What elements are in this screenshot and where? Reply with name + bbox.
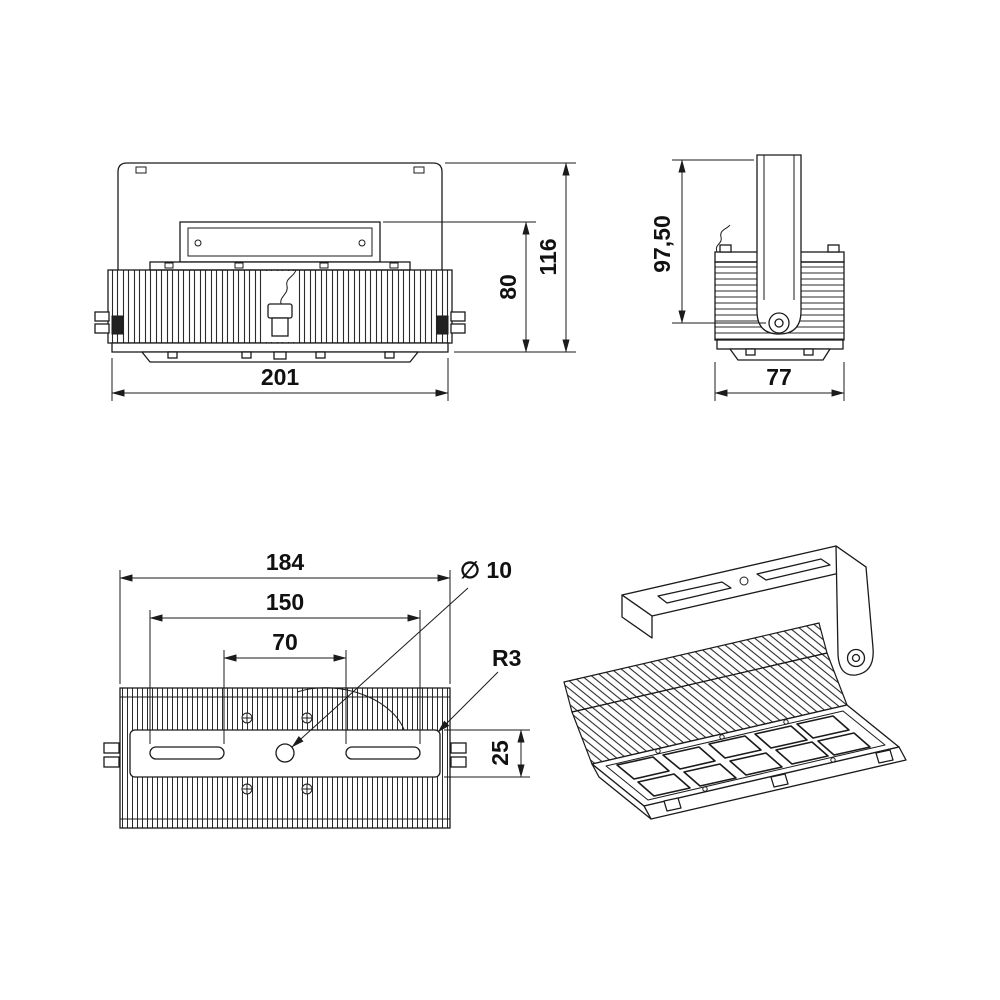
top-fins-border (119, 687, 451, 829)
side-cable-wire (715, 224, 731, 253)
top-bolt-right-1 (450, 742, 467, 754)
iso-foot-3 (875, 749, 894, 764)
iso-bracket-slot-left (657, 581, 732, 604)
iso-lens-array (616, 715, 871, 797)
dim-side-width-label: 77 (766, 364, 792, 390)
iso-led-inner-frame (605, 710, 886, 801)
gasket-left (111, 315, 124, 335)
bottom-frame (111, 342, 449, 353)
strip-tab-4 (389, 262, 399, 269)
lens (616, 756, 670, 780)
driver-plate-inner (187, 227, 373, 257)
plate-screw-right (358, 239, 366, 247)
pivot-bolt-center (774, 318, 784, 328)
iso-left-edge (591, 763, 652, 820)
bracket-outline (117, 162, 443, 270)
iso-foot-1 (663, 797, 682, 812)
lens (775, 741, 829, 765)
heatsink-top-strip (149, 261, 411, 271)
cable-gland-nut (267, 303, 293, 319)
bracket-slot-left (135, 166, 147, 174)
lens (662, 746, 716, 770)
iso-bracket-plate (621, 545, 867, 617)
mount-slot-right (345, 746, 421, 760)
strip-tab-2 (234, 262, 244, 269)
bottom-tab-4 (384, 351, 395, 359)
side-bottom-frame (716, 339, 844, 350)
iso-frame-screws (655, 719, 836, 792)
side-screw-bump-right (827, 244, 840, 253)
strip-tab-1 (164, 262, 174, 269)
dim-top-slot-span: 150 (149, 589, 421, 744)
iso-bracket-center-hole (739, 576, 749, 586)
side-bracket-arm (756, 154, 802, 335)
bottom-tab-3 (315, 351, 326, 359)
plate-screws (241, 712, 313, 795)
dim-top-length: 184 (119, 549, 451, 684)
leader-corner-radius: R3 (437, 645, 521, 733)
lens (817, 732, 871, 756)
dim-front-inner-height-label: 80 (495, 274, 521, 300)
bottom-center-tab (273, 351, 287, 360)
hole-diameter-label: ∅ 10 (460, 557, 512, 583)
lens (637, 773, 691, 797)
side-bottom-tab-1 (745, 348, 756, 356)
dim-front-width: 201 (111, 358, 449, 401)
bracket-slot-right (413, 166, 425, 174)
side-bolt-right-top (450, 311, 466, 322)
dim-top-slot-span-label: 150 (266, 589, 304, 615)
corner-radius-label: R3 (492, 645, 521, 671)
side-view: 97,50 77 (649, 154, 845, 401)
bottom-tab-2 (241, 351, 252, 359)
front-view: 201 80 116 (94, 162, 576, 401)
gasket-right (436, 315, 449, 335)
dim-side-bracket-height: 97,50 (649, 159, 766, 324)
side-bottom-tab-2 (803, 348, 814, 356)
lens (729, 752, 783, 776)
iso-pivot-bolt (851, 653, 861, 663)
top-bolt-left-1 (103, 742, 120, 754)
dim-front-total-height: 116 (445, 162, 576, 353)
top-cable-wire (296, 687, 407, 737)
dim-top-plate-width-label: 25 (487, 740, 513, 766)
dim-top-plate-width: 25 (444, 729, 530, 778)
lens (754, 725, 808, 749)
dim-front-width-label: 201 (261, 364, 300, 390)
top-bolt-right-2 (450, 756, 467, 768)
plate-screw-left (194, 239, 202, 247)
iso-bracket-left-flange (621, 594, 653, 639)
dim-top-inner-span-label: 70 (272, 629, 298, 655)
center-hole (275, 743, 295, 763)
lens (683, 763, 737, 787)
dim-top-length-label: 184 (266, 549, 305, 575)
mount-slot-left (149, 746, 225, 760)
iso-bracket-arm (835, 545, 874, 676)
leader-hole-diameter: ∅ 10 (291, 557, 512, 748)
dim-side-width: 77 (714, 362, 845, 401)
lens (796, 715, 850, 739)
dim-top-inner-span: 70 (223, 629, 347, 744)
side-bolt-left-top (94, 311, 110, 322)
dim-front-inner-height: 80 (383, 221, 576, 353)
bottom-tab-1 (167, 351, 178, 359)
isometric-view (563, 545, 907, 820)
iso-bracket-slot-right (756, 558, 831, 581)
dim-front-total-height-label: 116 (535, 238, 561, 275)
cable-gland-body (271, 317, 289, 337)
lens (708, 735, 762, 759)
side-bottom-tray (729, 348, 831, 361)
iso-foot-2 (770, 773, 789, 788)
side-screw-bump-left (719, 244, 732, 253)
cable-wire (280, 269, 297, 307)
side-bolt-left-bottom (94, 323, 110, 334)
top-view: 184 150 70 ∅ 10 R3 (103, 549, 530, 829)
dim-side-bracket-height-label: 97,50 (649, 215, 675, 273)
side-bolt-right-bottom (450, 323, 466, 334)
strip-tab-3 (319, 262, 329, 269)
top-bolt-left-2 (103, 756, 120, 768)
